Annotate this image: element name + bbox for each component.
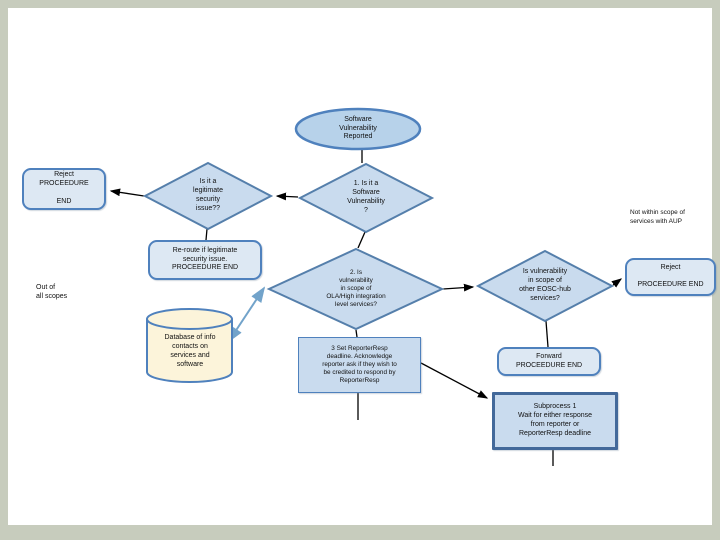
connector-vulnerability-to-legitimate — [275, 192, 299, 201]
connector-ola-to-eosc — [442, 283, 475, 292]
diamond-legitimate-issue-shape — [142, 161, 274, 231]
reject-end-left-node: Reject PROCEEDURE END — [22, 168, 106, 210]
ola-scope-label: 2. Is vulnerability in scope of OLA/High… — [326, 268, 386, 309]
database-cylinder-top — [146, 308, 233, 330]
eosc-hub-scope-label: Is vulnerability in scope of other EOSC-… — [519, 268, 571, 302]
connector-deadline-to-subprocess — [420, 362, 489, 399]
connector-legitimate-to-reroute — [205, 228, 208, 241]
start-oval-shape — [294, 107, 422, 151]
subprocess1-node: Subprocess 1 Wait for either response fr… — [492, 392, 618, 450]
connector-lines — [109, 148, 623, 466]
software-vulnerability-label: 1. Is it a Software Vulnerability ? — [347, 180, 385, 214]
database-cylinder-body — [146, 319, 233, 383]
legitimate-issue-label: Is it a legitimate security issue?? — [193, 178, 223, 212]
diamond-eosc-hub-scope-shape — [475, 249, 615, 323]
connector-eosc-to-forward — [545, 320, 549, 348]
connector-vulnerability-to-ola — [357, 231, 366, 249]
reject-end-right-node: Reject PROCEEDURE END — [625, 258, 716, 296]
start-node-label: Software Vulnerability Reported — [339, 115, 377, 141]
forward-end-node: Forward PROCEEDURE END — [497, 347, 601, 376]
connector-legitimate-to-reject — [109, 188, 145, 197]
reroute-node: Re-route if legitimate security issue. P… — [148, 240, 262, 280]
connector-database-ola-double-arrow — [227, 286, 266, 343]
connector-eosc-to-reject — [611, 278, 623, 288]
database-label: Database of info contacts on services an… — [164, 334, 216, 368]
annotation-out-of-all-scopes: Out of all scopes — [36, 284, 68, 301]
diamond-ola-scope-shape — [266, 247, 445, 331]
connector-ola-to-deadline — [355, 329, 358, 338]
set-deadline-node: 3 Set ReporterResp deadline. Acknowledge… — [298, 337, 421, 393]
annotation-not-within-scope: Not within scope of services with AUP — [630, 209, 685, 225]
diamond-software-vulnerability-shape — [297, 162, 435, 234]
